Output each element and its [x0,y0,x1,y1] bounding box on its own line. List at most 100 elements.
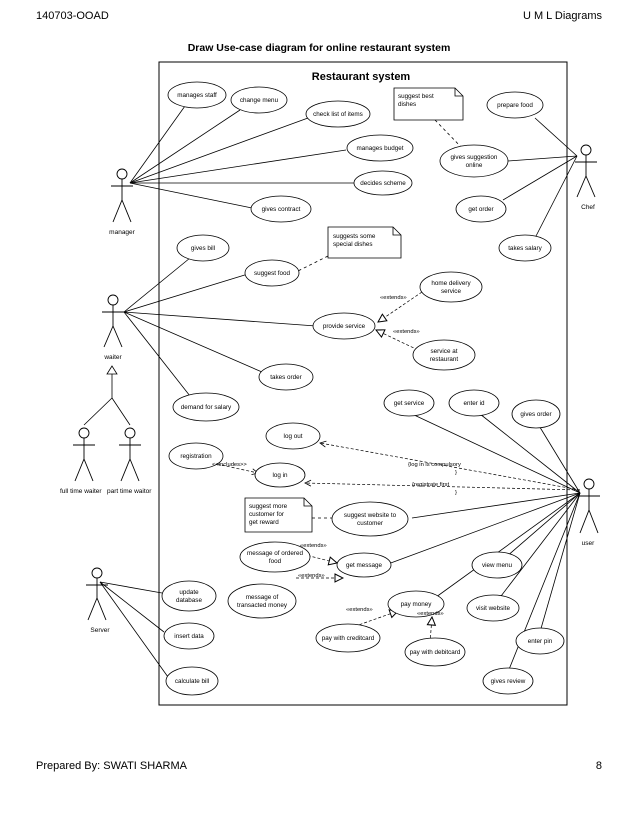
usecase-label: change menu [240,97,279,104]
usecase-insert-data [163,622,215,650]
usecase-label: message of ordered [247,550,304,557]
assoc-line [411,413,581,494]
actor-label-manager: manager [109,229,135,236]
usecase-log-out [265,422,321,450]
usecase-label: service [441,288,461,295]
usecase-gives-order [511,399,561,429]
constraint-label: } [455,470,457,476]
note-anchor [295,255,329,273]
actor-manager [111,168,133,223]
footer-page-number: 8 [595,760,602,772]
usecase-manages-staff [167,81,227,109]
usecase-log-in [254,462,306,488]
extends-label: «extends» [298,573,325,579]
usecase-message-ordered-food [239,541,311,573]
actor-label-part-time-waiter: part time waitor [107,488,152,495]
usecase-label: get order [468,206,493,213]
assoc-line [534,117,578,157]
usecase-label: customer [357,520,383,527]
assoc-line [502,155,578,201]
usecase-label: manages budget [357,145,404,152]
usecase-provide-service [312,312,376,340]
usecase-label: suggest food [254,270,291,277]
usecase-label: gives order [520,411,551,418]
actor-server [86,567,108,621]
usecase-get-service [383,389,435,417]
usecase-label: food [269,558,282,565]
assoc-line [411,492,581,519]
note-fold [454,88,463,97]
actor-label-chef: Chef [581,204,595,211]
header-section: U M L Diagrams [522,10,602,22]
extends-label: «extends» [393,329,420,335]
note-text: suggest more [249,503,288,510]
constraint-line [304,479,581,491]
usecase-pay-with-debitcard [404,637,466,667]
actor-label-waiter: waiter [103,354,122,361]
usecase-label: get service [394,400,425,407]
actor-part-time-waiter [119,427,141,482]
usecase-label: gives suggestion [451,154,498,161]
usecase-gives-review [482,667,534,695]
usecase-view-menu [471,551,523,579]
constraint-label: } [455,490,457,496]
assoc-line [507,155,578,162]
usecase-gives-suggestion [439,144,509,178]
assoc-line [539,492,581,633]
note-text: get reward [249,519,279,526]
usecase-home-delivery [419,271,483,303]
usecase-takes-order [258,363,314,391]
actor-chef [575,144,597,198]
usecase-enter-pin [515,627,565,655]
assoc-line [99,581,165,633]
page-title: Draw Use-case diagram for online restaur… [187,42,451,54]
usecase-label: decides scheme [360,180,406,187]
assoc-line [99,581,163,594]
usecase-calculate-bill [165,666,219,696]
includes-line [211,462,259,476]
usecase-suggest-food [244,259,300,287]
assoc-line [123,311,263,373]
assoc-line [534,155,578,239]
usecase-get-message [336,552,392,578]
generalization-triangle [106,365,118,375]
assoc-line [431,492,581,601]
note-text: suggests some [333,233,376,240]
usecase-label: log out [284,433,303,440]
usecase-label: message of [246,594,279,601]
extends-label: «extends» [417,611,444,617]
usecase-label: transacted money [237,602,288,609]
usecase-label: prepare food [497,102,533,109]
usecase-takes-salary [498,234,552,262]
usecase-pay-with-creditcard [315,623,381,653]
usecase-service-at-restaurant [412,339,476,371]
extends-label: «extends» [346,607,373,613]
header-course-code: 140703-OOAD [36,10,109,22]
extends-line [430,617,432,644]
actor-label-server: Server [90,627,110,634]
usecase-visit-website [466,594,520,622]
assoc-line [99,581,169,678]
assoc-line [129,109,241,184]
usecase-label: restaurant [430,356,459,363]
usecase-label: calculate bill [175,678,209,685]
usecase-label: service at [431,348,458,355]
note-text: customer for [249,511,284,518]
usecase-label: view menu [482,562,513,569]
assoc-line [123,257,191,313]
extends-label: «extends» [380,295,407,301]
usecase-label: pay with creditcard [322,635,375,642]
usecase-label: enter id [463,400,485,407]
assoc-line [387,492,581,565]
note-anchor [434,119,465,151]
assoc-line [123,273,249,313]
usecase-prepare-food [486,91,544,119]
usecase-label: demand for salary [181,404,232,411]
note-suggests-special-dishes [327,226,402,259]
assoc-line [129,105,186,184]
usecase-label: enter pin [528,638,553,645]
system-boundary [158,61,568,706]
assoc-line [123,311,191,397]
actor-full-time-waiter [73,427,95,482]
note-suggest-best-dishes [393,87,464,121]
